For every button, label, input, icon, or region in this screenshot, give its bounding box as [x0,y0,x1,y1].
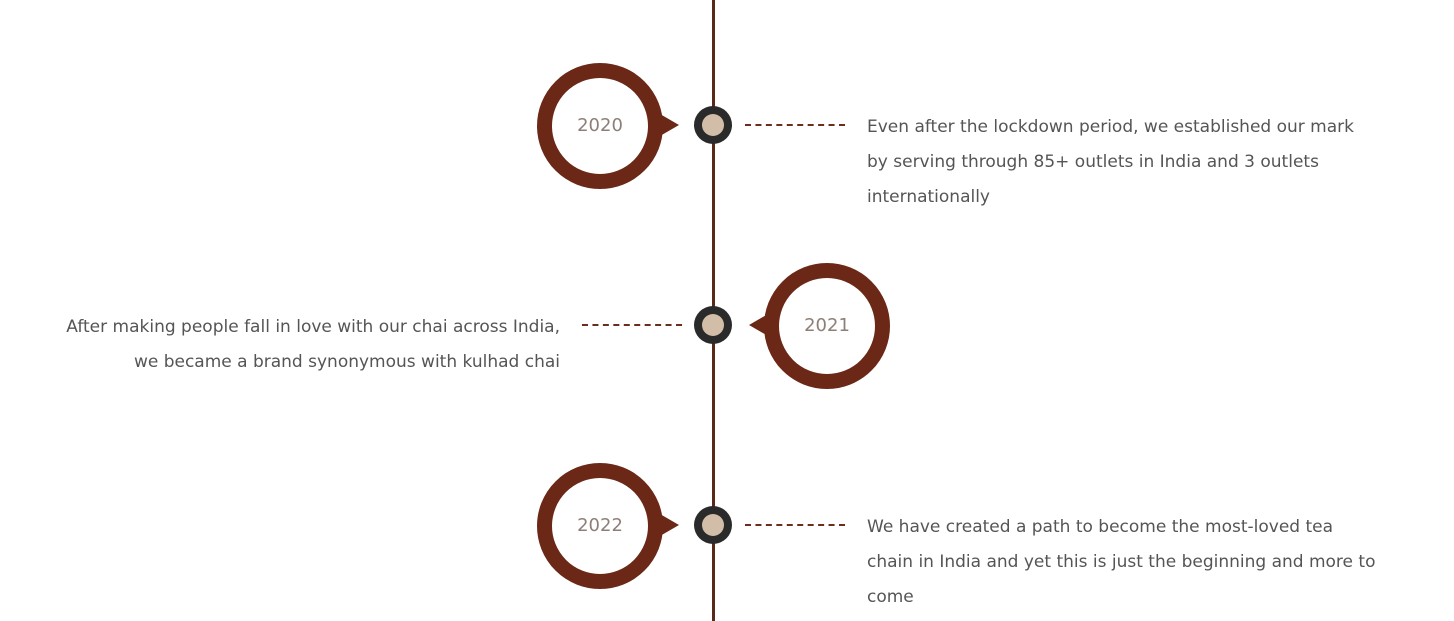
year-label: 2022 [577,515,623,536]
year-bubble: 2021 [764,263,890,389]
connector-dash [582,324,682,326]
timeline-node [694,106,732,144]
year-bubble: 2020 [537,63,663,189]
timeline-node [694,306,732,344]
timeline-node [694,506,732,544]
timeline-node-center [702,514,724,536]
year-ring [537,63,663,189]
year-label: 2020 [577,115,623,136]
entry-description: We have created a path to become the mos… [867,517,1376,607]
timeline-node-center [702,314,724,336]
year-bubble: 2022 [537,463,663,589]
timeline-node-center [702,114,724,136]
bubble-pointer [749,314,768,336]
entry-description: Even after the lockdown period, we estab… [867,117,1354,207]
entry-description: After making people fall in love with ou… [66,317,560,372]
year-label: 2021 [804,315,850,336]
bubble-pointer [660,114,679,136]
bubble-pointer [660,514,679,536]
connector-dash [745,524,845,526]
connector-dash [745,124,845,126]
year-ring [537,463,663,589]
